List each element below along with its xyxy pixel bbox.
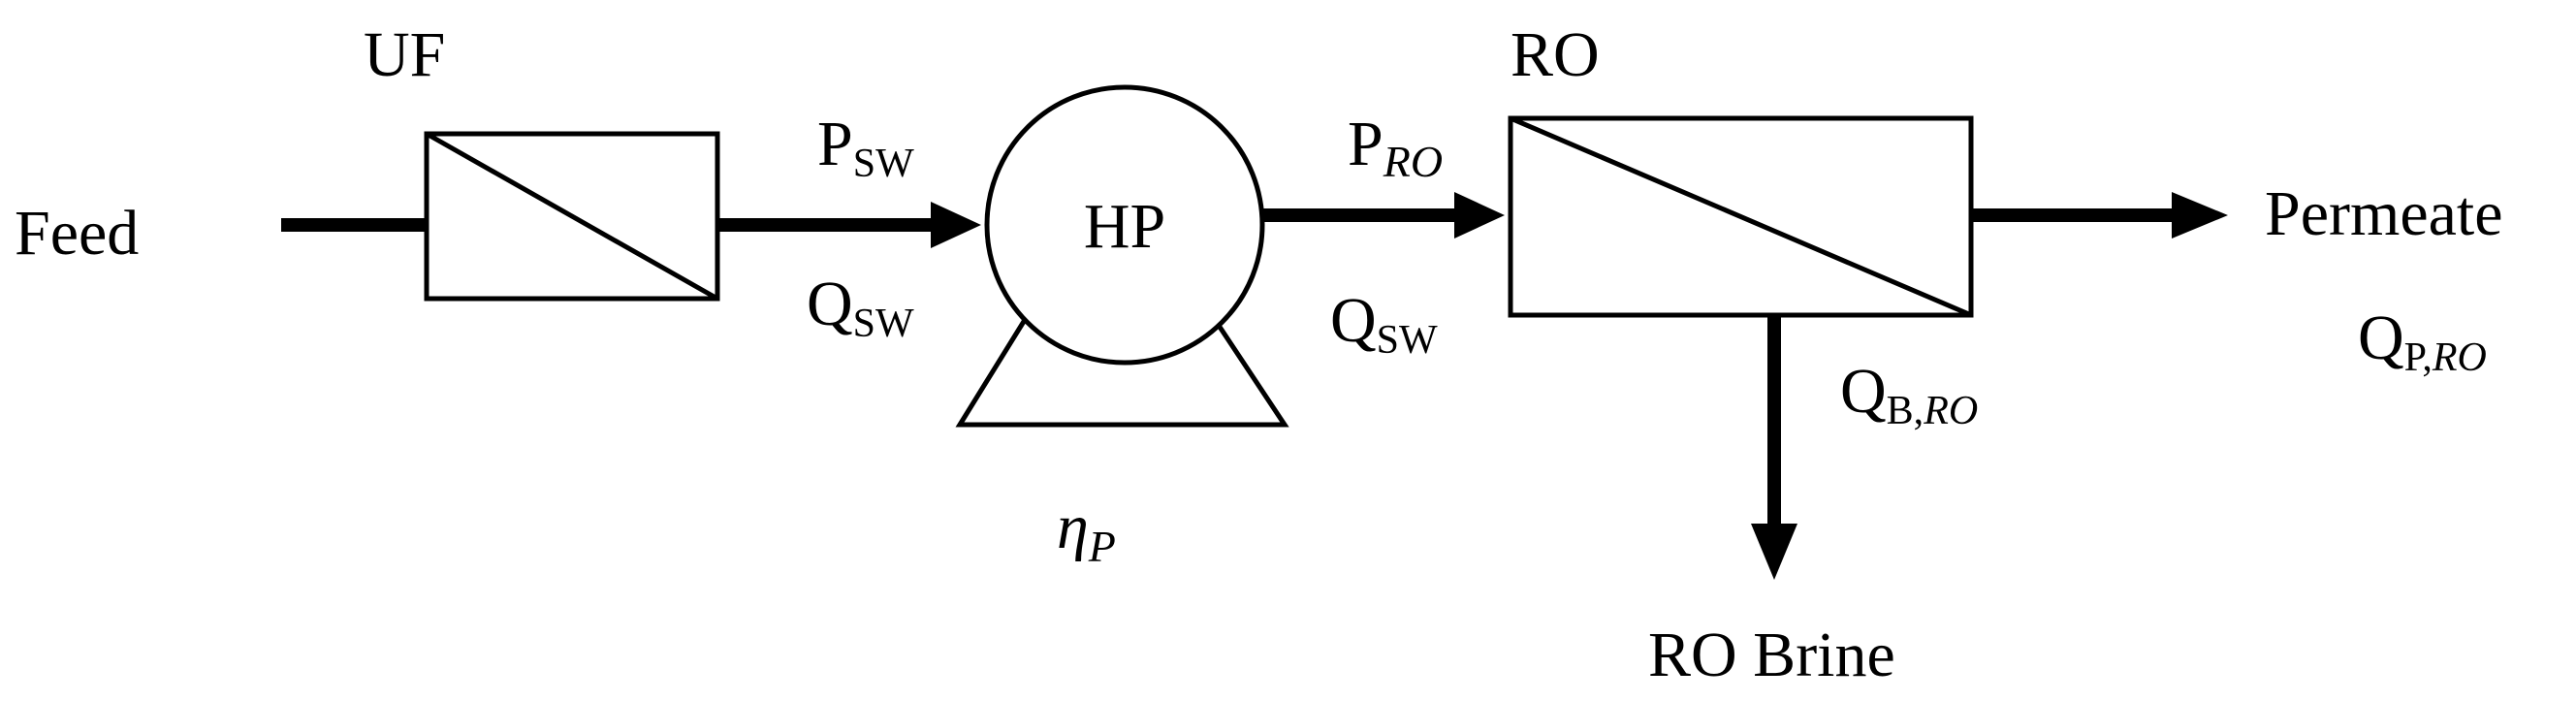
permeate-flow-base: Q	[2358, 303, 2404, 373]
ro-unit	[1508, 115, 1974, 318]
ro-flow-subscript: SW	[1377, 318, 1438, 363]
uf-to-pump-arrowhead	[931, 202, 981, 248]
pump-efficiency-subscript: P	[1088, 522, 1116, 571]
feed-pressure-base: P	[817, 109, 853, 179]
feed-flow-subscript: SW	[853, 302, 914, 346]
uf-membrane-line	[425, 131, 719, 302]
uf-label: UF	[364, 19, 445, 90]
uf-unit	[424, 131, 720, 302]
pump-to-ro-arrowhead	[1454, 192, 1505, 239]
ro-pressure-subscript: RO	[1383, 137, 1443, 186]
ro-membrane-line	[1510, 115, 1972, 318]
ro-flow-label: QSW	[1330, 285, 1438, 363]
pump-label: HP	[1084, 191, 1165, 262]
brine-flow-base: Q	[1840, 356, 1887, 427]
feed-flow-base: Q	[807, 269, 853, 339]
permeate-flow-subscript-italic: RO	[2432, 335, 2487, 380]
ro-label: RO	[1511, 19, 1600, 90]
permeate-flow-subscript: P,	[2404, 335, 2433, 380]
pump-casing	[984, 84, 1265, 366]
permeate-flow-label: QP,RO	[2358, 303, 2487, 380]
pump-efficiency-base: η	[1057, 492, 1089, 562]
permeate-arrowhead	[2172, 192, 2228, 239]
uf-box	[424, 131, 720, 302]
brine-flow-subscript-italic: RO	[1923, 389, 1978, 433]
feed-label: Feed	[15, 198, 139, 269]
brine-flow-label: QB,RO	[1840, 356, 1978, 433]
pump-efficiency-label: ηP	[1057, 492, 1116, 571]
feed-pressure-subscript: SW	[853, 142, 914, 186]
feed-flow-label: QSW	[807, 269, 914, 346]
brine-label: RO Brine	[1648, 620, 1895, 690]
ro-flow-base: Q	[1330, 285, 1377, 356]
high-pressure-pump	[955, 84, 1289, 428]
brine-flow-subscript: B,	[1887, 389, 1924, 433]
ro-pressure-label: PRO	[1348, 109, 1443, 186]
permeate-label: Permeate	[2265, 178, 2503, 249]
brine-arrowhead	[1751, 524, 1797, 580]
ro-pressure-base: P	[1348, 109, 1383, 179]
feed-pressure-label: PSW	[817, 109, 914, 186]
